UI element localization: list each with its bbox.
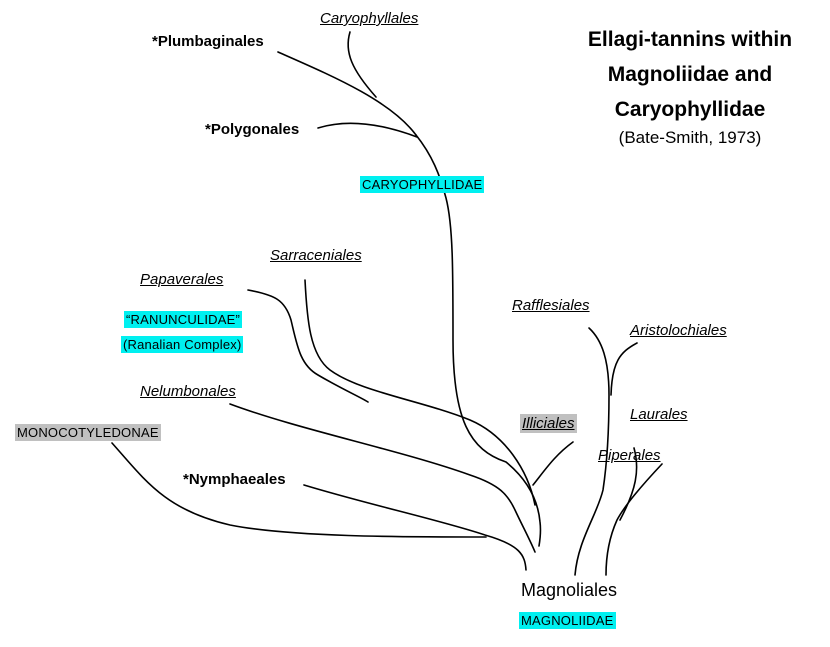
branch-papaverales <box>247 289 369 403</box>
title-citation: (Bate-Smith, 1973) <box>618 128 762 147</box>
label-magnoliidae: MAGNOLIIDAE <box>519 612 616 629</box>
diagram-title: Ellagi-tannins within Magnoliidae and Ca… <box>560 22 820 149</box>
branch-nymphaeales <box>303 484 527 571</box>
branch-monocotyledonae <box>111 442 487 538</box>
title-line-3: Caryophyllidae <box>614 98 766 121</box>
branch-aristolochiales <box>610 342 638 396</box>
label-caryophyllales: Caryophyllales <box>320 10 419 27</box>
label-nymphaeales: *Nymphaeales <box>183 471 286 488</box>
branch-plumbaginales <box>277 51 417 136</box>
label-ranunculidae: “RANUNCULIDAE” <box>124 311 243 328</box>
branch-piperales <box>605 463 663 576</box>
branch-laurales <box>619 447 638 521</box>
title-line-1: Ellagi-tannins within <box>587 28 793 51</box>
label-ranalian-complex: (Ranalian Complex) <box>121 336 244 353</box>
label-plumbaginales: *Plumbaginales <box>152 33 264 50</box>
label-aristolochiales: Aristolochiales <box>630 322 727 339</box>
label-polygonales: *Polygonales <box>205 121 300 138</box>
label-rafflesiales: Rafflesiales <box>512 297 590 314</box>
label-nelumbonales: Nelumbonales <box>140 383 236 400</box>
branch-sarraceniales <box>304 279 536 506</box>
branch-caryophyllidae-trunk <box>415 134 542 547</box>
label-caryophyllidae: CARYOPHYLLIDAE <box>360 176 485 193</box>
branch-illiciales <box>532 441 574 486</box>
branch-nelumbonales <box>229 403 536 553</box>
branch-rafflesiales <box>574 327 610 576</box>
label-sarraceniales: Sarraceniales <box>270 247 362 264</box>
branch-polygonales <box>317 122 418 138</box>
branch-caryophyllales <box>347 31 377 98</box>
label-piperales: Piperales <box>598 447 661 464</box>
label-monocotyledonae: MONOCOTYLEDONAE <box>15 424 161 441</box>
label-papaverales: Papaverales <box>140 271 224 288</box>
label-illiciales: Illiciales <box>520 414 577 433</box>
label-magnoliales: Magnoliales <box>521 580 618 600</box>
label-laurales: Laurales <box>630 406 688 423</box>
title-line-2: Magnoliidae and <box>607 63 773 86</box>
